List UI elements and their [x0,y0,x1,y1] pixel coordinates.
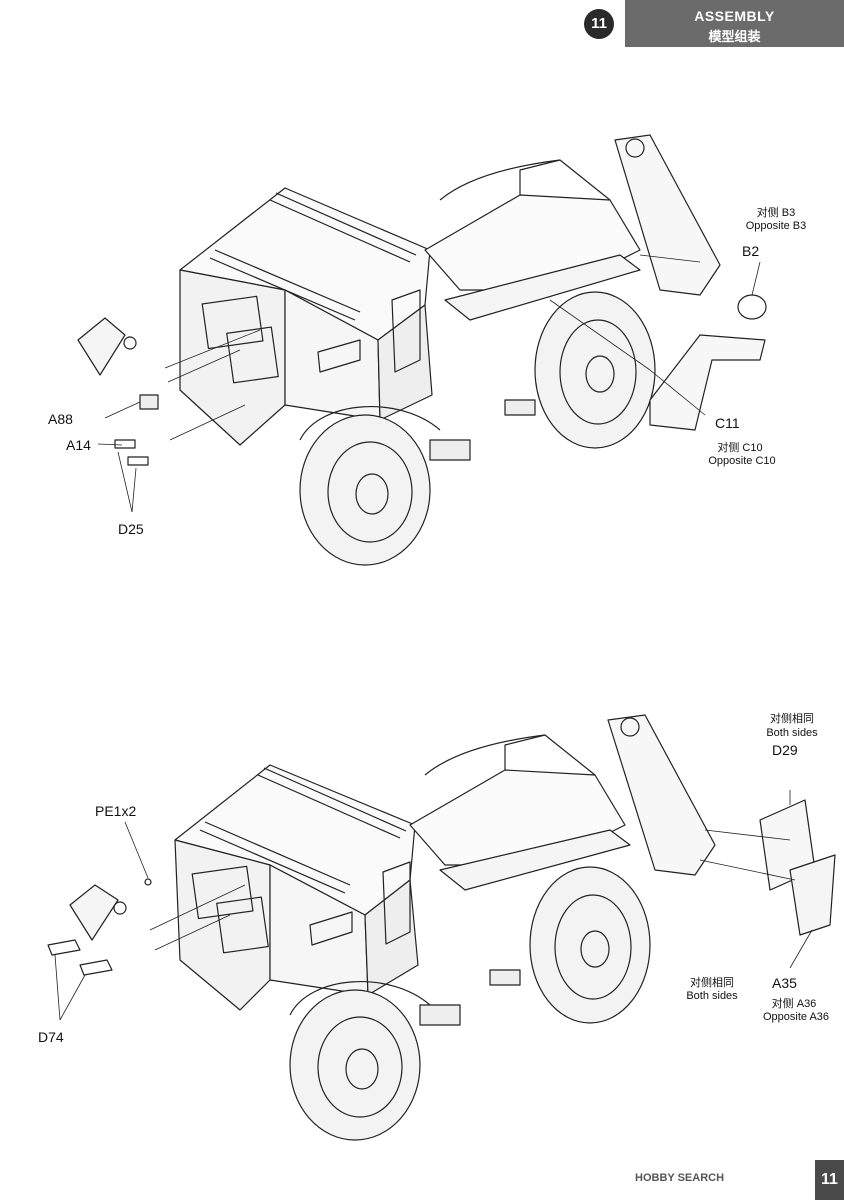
label-b3-cn: 对侧 B3 [756,207,796,219]
label-c10-cn: 对侧 C10 [717,442,763,454]
label-d29-cn: 对侧相同 [770,713,814,725]
label-pe1: PE1x2 [95,803,137,819]
label-a36-cn: 对侧 A36 [771,998,817,1010]
label-c10-en: Opposite C10 [708,455,776,467]
label-b3-en: Opposite B3 [745,220,807,232]
hobby-search-watermark: HOBBY SEARCH [635,1172,725,1184]
label-a35: A35 [772,975,797,991]
label-d29-en: Both sides [766,727,818,739]
label-b2: B2 [742,243,760,259]
label-d29: D29 [772,742,798,758]
section-header: ASSEMBLY 模型组装 [625,0,844,47]
label-a36-en: Opposite A36 [762,1011,830,1023]
header-subtitle: 模型组装 [708,29,761,44]
label-a35-en: Both sides [686,990,738,1002]
step-number-badge: 11 [584,9,614,39]
label-a35-cn: 对侧相同 [690,977,734,989]
label-d74: D74 [38,1029,64,1045]
label-d25: D25 [118,521,144,537]
page-number: 11 [815,1160,844,1200]
header-title: ASSEMBLY [694,8,775,24]
label-a88: A88 [48,411,73,427]
label-c11: C11 [715,415,740,431]
label-a14: A14 [66,437,91,453]
